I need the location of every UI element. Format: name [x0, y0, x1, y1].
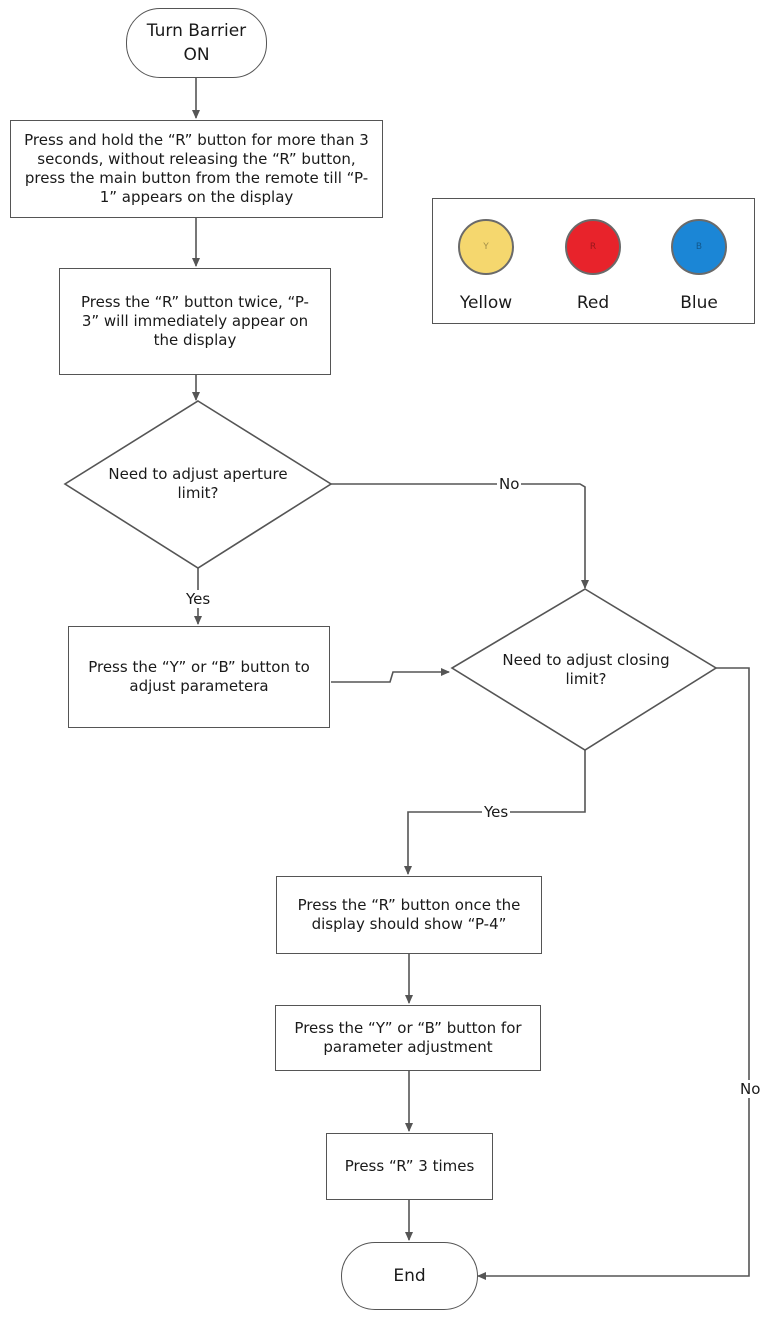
step-press-r-twice: Press the “R” button twice, “P-3” will i… [59, 268, 331, 375]
step-parameter-adjustment-text: Press the “Y” or “B” button for paramete… [294, 1019, 522, 1056]
step-press-r-once-text: Press the “R” button once the display sh… [297, 896, 521, 933]
end-label: End [393, 1266, 426, 1286]
legend-blue-mark: B [695, 242, 703, 252]
closing-decision-label: Need to adjust closing limit? [488, 648, 684, 692]
step-parameter-adjustment: Press the “Y” or “B” button for paramete… [275, 1005, 541, 1071]
step-adjust-parametera: Press the “Y” or “B” button to adjust pa… [68, 626, 330, 728]
legend-yellow-label: Yellow [459, 293, 513, 313]
legend-red-mark: R [589, 242, 597, 252]
aperture-yes-label: Yes [184, 590, 213, 608]
legend-yellow-mark: Y [483, 242, 489, 252]
aperture-decision-label: Need to adjust aperture limit? [92, 462, 304, 506]
aperture-question-text: Need to adjust aperture limit? [108, 465, 288, 502]
closing-question-text: Need to adjust closing limit? [502, 651, 670, 688]
closing-decision-diamond [450, 588, 718, 751]
start-label: Turn Barrier ON [146, 21, 247, 65]
button-color-legend: Y R B Yellow Red Blue [432, 198, 755, 324]
step-hold-r-text: Press and hold the “R” button for more t… [24, 131, 369, 206]
legend-yellow-swatch: Y [458, 219, 514, 275]
legend-blue-swatch: B [671, 219, 727, 275]
step-hold-r-button: Press and hold the “R” button for more t… [10, 120, 383, 218]
step-adjust-parametera-text: Press the “Y” or “B” button to adjust pa… [88, 658, 310, 695]
legend-blue-label: Blue [680, 293, 718, 313]
closing-no-label: No [738, 1080, 763, 1098]
step-press-r-twice-text: Press the “R” button twice, “P-3” will i… [81, 293, 309, 349]
legend-red-label: Red [576, 293, 610, 313]
legend-red-swatch: R [565, 219, 621, 275]
closing-yes-label: Yes [482, 803, 511, 821]
start-terminator: Turn Barrier ON [126, 8, 267, 78]
step-press-r-once: Press the “R” button once the display sh… [276, 876, 542, 954]
step-press-r-3-times-text: Press “R” 3 times [344, 1157, 475, 1175]
step-press-r-3-times: Press “R” 3 times [326, 1133, 493, 1200]
aperture-no-label: No [497, 475, 522, 493]
end-terminator: End [341, 1242, 478, 1310]
aperture-decision-diamond [63, 400, 333, 569]
